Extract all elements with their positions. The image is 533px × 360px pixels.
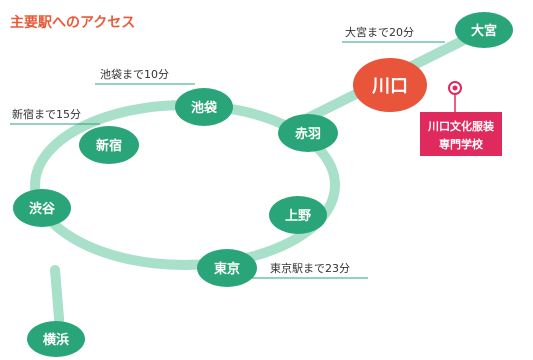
station-tokyo: 東京 (197, 249, 257, 287)
time-to-shinjuku: 新宿まで15分 (12, 107, 81, 121)
station-omiya: 大宮 (455, 12, 513, 48)
station-ikebukuro-label: 池袋 (191, 100, 218, 116)
time-to-tokyo: 東京駅まで23分 (270, 261, 350, 275)
station-akabane-label: 赤羽 (295, 126, 321, 142)
school-label-box (420, 112, 502, 156)
time-to-ikebukuro: 池袋まで10分 (100, 67, 169, 81)
station-ueno-label: 上野 (285, 209, 311, 224)
station-tokyo-label: 東京 (214, 261, 240, 277)
school-marker: 川口文化服装 専門学校 (420, 81, 502, 156)
station-ueno: 上野 (269, 196, 327, 234)
school-name-line1: 川口文化服装 (427, 119, 494, 133)
station-omiya-label: 大宮 (471, 23, 497, 39)
station-kawaguchi-label: 川口 (371, 76, 408, 97)
time-annotations: 大宮まで20分 池袋まで10分 新宿まで15分 東京駅まで23分 (10, 25, 445, 279)
keihin-line-south (50, 265, 65, 335)
station-yokohama: 横浜 (27, 321, 85, 357)
station-kawaguchi: 川口 (353, 58, 427, 112)
time-to-omiya: 大宮まで20分 (345, 25, 414, 39)
station-shibuya-label: 渋谷 (29, 201, 56, 217)
station-shinjuku: 新宿 (79, 126, 139, 164)
school-name-line2: 専門学校 (439, 137, 484, 151)
map-title: 主要駅へのアクセス (10, 14, 135, 31)
station-yokohama-label: 横浜 (43, 332, 69, 348)
station-shinjuku-label: 新宿 (96, 138, 122, 154)
school-pin-icon (448, 81, 462, 95)
station-akabane: 赤羽 (278, 114, 338, 152)
station-shibuya: 渋谷 (13, 189, 71, 227)
station-ikebukuro: 池袋 (175, 88, 233, 126)
